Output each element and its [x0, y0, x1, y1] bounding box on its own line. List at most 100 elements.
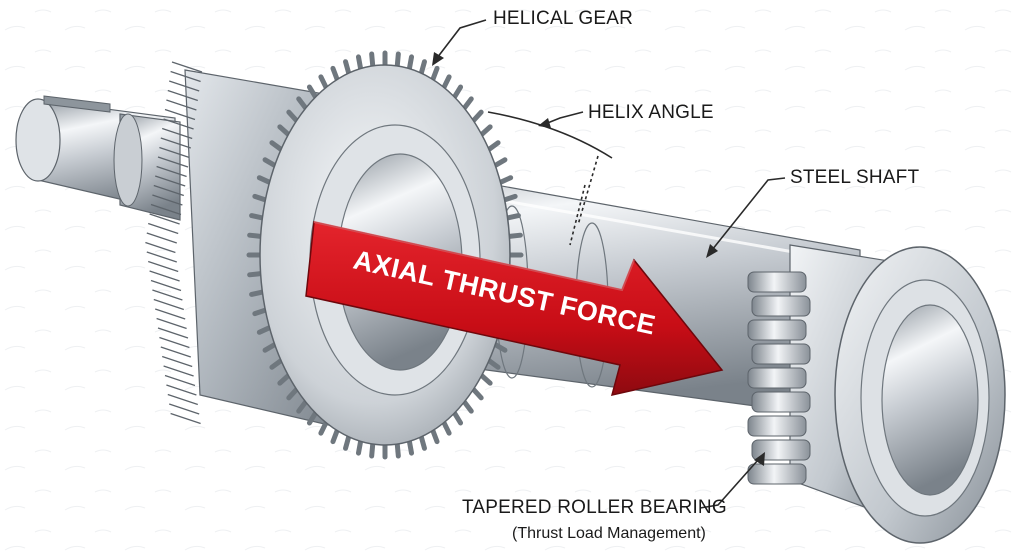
helical-tooth-line — [149, 270, 180, 282]
bearing-rollers — [747, 271, 811, 485]
gear-tooth — [330, 428, 340, 445]
gear-tooth — [406, 54, 415, 72]
gear-tooth — [441, 74, 452, 90]
gear-tooth — [461, 96, 474, 111]
gear-tooth — [330, 65, 340, 82]
gear-tooth — [441, 420, 452, 436]
gear-tooth — [256, 325, 273, 335]
steel-shaft-label: STEEL SHAFT — [790, 167, 920, 188]
helical-gear-label: HELICAL GEAR — [493, 8, 634, 29]
bearing-roller — [751, 439, 811, 461]
tapered-roller-bearing — [747, 244, 1006, 544]
gear-tooth — [355, 54, 364, 72]
bearing-roller — [747, 415, 807, 437]
helical-tooth-line — [163, 365, 194, 377]
bearing-label: TAPERED ROLLER BEARING — [462, 497, 727, 518]
gear-tooth — [451, 410, 464, 426]
helical-tooth-line — [159, 146, 190, 159]
helical-tooth-line — [171, 61, 203, 73]
helical-tooth-line — [145, 241, 176, 254]
helix-angle-guide — [569, 155, 599, 246]
gear-tooth — [406, 438, 415, 456]
helical-tooth-line — [170, 70, 201, 83]
bearing-leader — [699, 459, 759, 509]
gear-tooth — [247, 271, 264, 278]
helical-tooth-line — [167, 89, 199, 102]
helical-tooth-line — [146, 251, 178, 263]
helix-angle-label: HELIX ANGLE — [588, 102, 714, 123]
bearing-roller — [751, 295, 811, 317]
gear-tooth — [343, 59, 352, 76]
gear-tooth — [286, 386, 300, 401]
helical-tooth-line — [156, 165, 187, 178]
helical-gear-leader — [436, 19, 487, 59]
steel-shaft-leader — [711, 177, 786, 251]
gear-tooth — [256, 175, 273, 185]
helical-tooth-line — [160, 346, 192, 358]
gear-tooth — [369, 441, 376, 459]
helical-tooth-line — [166, 99, 197, 111]
gear-tooth — [479, 373, 493, 386]
helical-tooth-line — [153, 298, 185, 311]
helical-tooth-line — [163, 118, 194, 130]
helical-tooth-line — [170, 412, 201, 425]
helix-angle-arc — [487, 111, 613, 159]
gear-tooth — [418, 59, 427, 76]
helical-tooth-line — [154, 308, 186, 320]
helical-tooth-line — [156, 317, 187, 330]
helical-tooth-line — [150, 203, 182, 216]
helical-tooth-line — [147, 222, 179, 235]
gear-tooth — [497, 175, 514, 185]
gear-tooth — [343, 434, 352, 451]
gear-tooth — [451, 84, 464, 100]
gear-tooth — [461, 399, 474, 414]
leader-lines — [436, 19, 786, 509]
gear-tooth — [492, 342, 508, 353]
helical-tooth-line — [166, 384, 197, 396]
gear-tooth — [505, 213, 521, 221]
gear-tooth — [269, 358, 284, 370]
gear-tooth — [262, 342, 278, 353]
helical-tooth-line — [153, 184, 185, 197]
gear-tooth — [479, 124, 493, 137]
bearing-roller — [751, 391, 811, 413]
helical-tooth-line — [159, 336, 190, 349]
gear-tooth — [506, 232, 523, 239]
helical-tooth-line — [161, 355, 193, 368]
helical-tooth-line — [154, 175, 186, 187]
gear-tooth — [269, 140, 284, 152]
bearing-roller — [747, 319, 807, 341]
gear-tooth — [394, 441, 401, 459]
gear-tooth — [249, 213, 265, 221]
helix-angle-leader — [544, 111, 584, 125]
gear-teeth — [145, 50, 524, 460]
helical-tooth-line — [168, 80, 200, 92]
gear-tooth — [286, 109, 300, 124]
bearing-sublabel: (Thrust Load Management) — [512, 525, 706, 542]
gear-tooth — [418, 434, 427, 451]
gear-tooth — [262, 157, 278, 168]
gear-tooth — [470, 109, 484, 124]
helical-tooth-line — [157, 156, 189, 168]
gear-tooth — [247, 232, 264, 239]
gear-tooth — [430, 65, 440, 82]
gear-tooth — [306, 410, 319, 426]
gear-tooth — [252, 307, 268, 317]
helical-tooth-line — [149, 213, 180, 225]
gear-tooth — [369, 51, 376, 69]
helical-tooth-line — [152, 289, 183, 301]
helical-tooth-line — [152, 194, 183, 206]
bearing-roller — [747, 367, 807, 389]
helical-tooth-line — [146, 232, 178, 244]
helical-tooth-line — [160, 137, 192, 149]
leader-arrowheads — [432, 52, 765, 466]
gear-tooth — [470, 386, 484, 401]
bearing-roller — [747, 463, 807, 485]
gear-tooth — [492, 157, 508, 168]
gear-tooth — [277, 373, 291, 386]
gear-tooth — [502, 193, 518, 203]
gear-tooth — [486, 358, 501, 370]
helical-tooth-line — [168, 403, 200, 415]
